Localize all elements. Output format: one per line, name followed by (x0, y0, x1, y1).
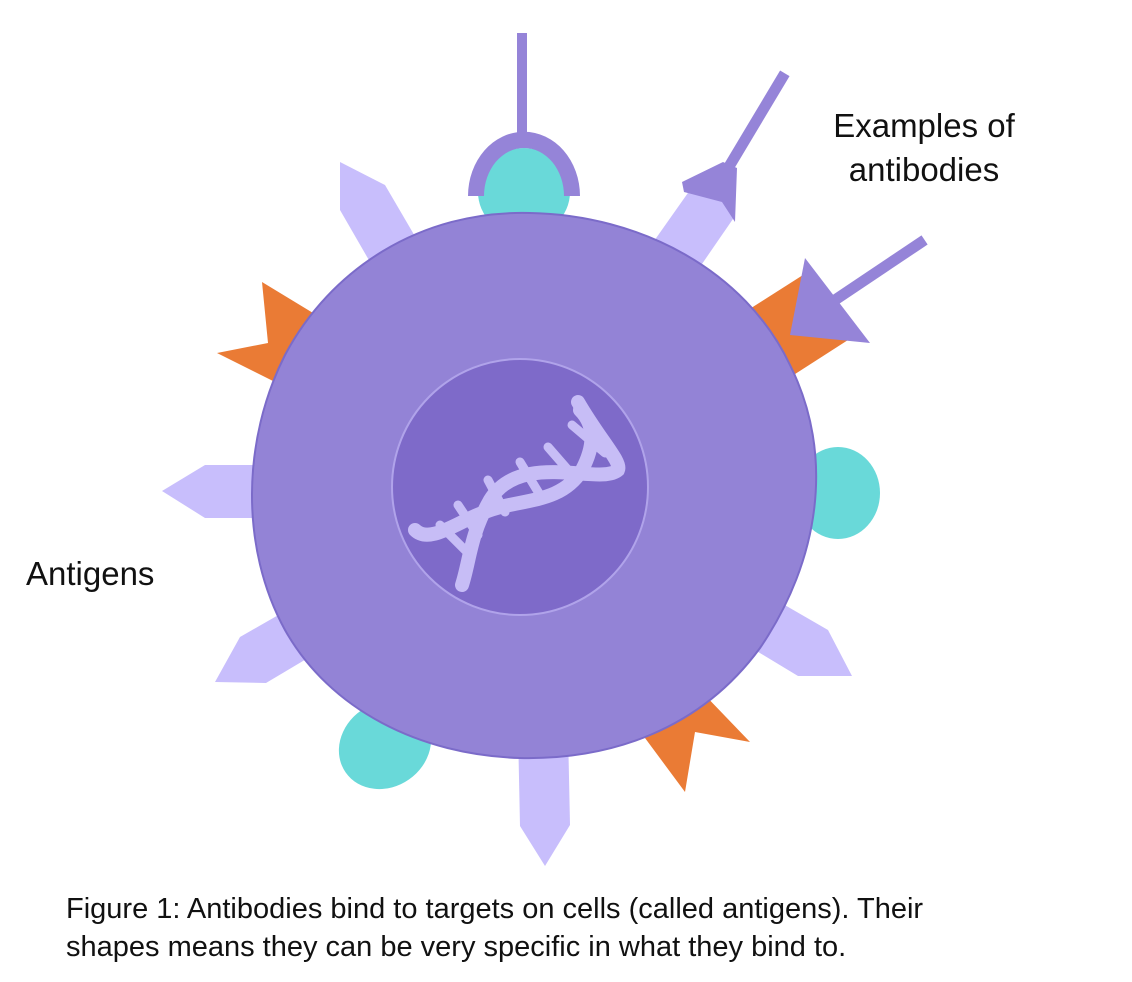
antibody-forked-head (682, 162, 737, 222)
cell-diagram (162, 33, 928, 866)
figure-caption: Figure 1: Antibodies bind to targets on … (66, 890, 1106, 966)
figure-caption-line2: shapes means they can be very specific i… (66, 931, 847, 963)
antigens-label: Antigens (26, 555, 155, 592)
figure-caption-line1: Figure 1: Antibodies bind to targets on … (66, 893, 924, 925)
antibody-arrow-head (790, 258, 870, 343)
antibody-arrow-stem (827, 235, 928, 308)
antibody-forked-stem (722, 70, 790, 173)
nucleus (391, 358, 649, 616)
antibodies-label: Examples of antibodies (818, 104, 1030, 192)
antibody-top-stem (517, 33, 527, 133)
dna-icon (408, 395, 626, 592)
antigen-lilac-bottom (518, 730, 570, 866)
antibodies-label-line2: antibodies (848, 151, 1000, 188)
antibodies-label-line1: Examples of (833, 107, 1015, 144)
antibody-top-cup (468, 131, 580, 196)
antibodies (468, 33, 928, 343)
